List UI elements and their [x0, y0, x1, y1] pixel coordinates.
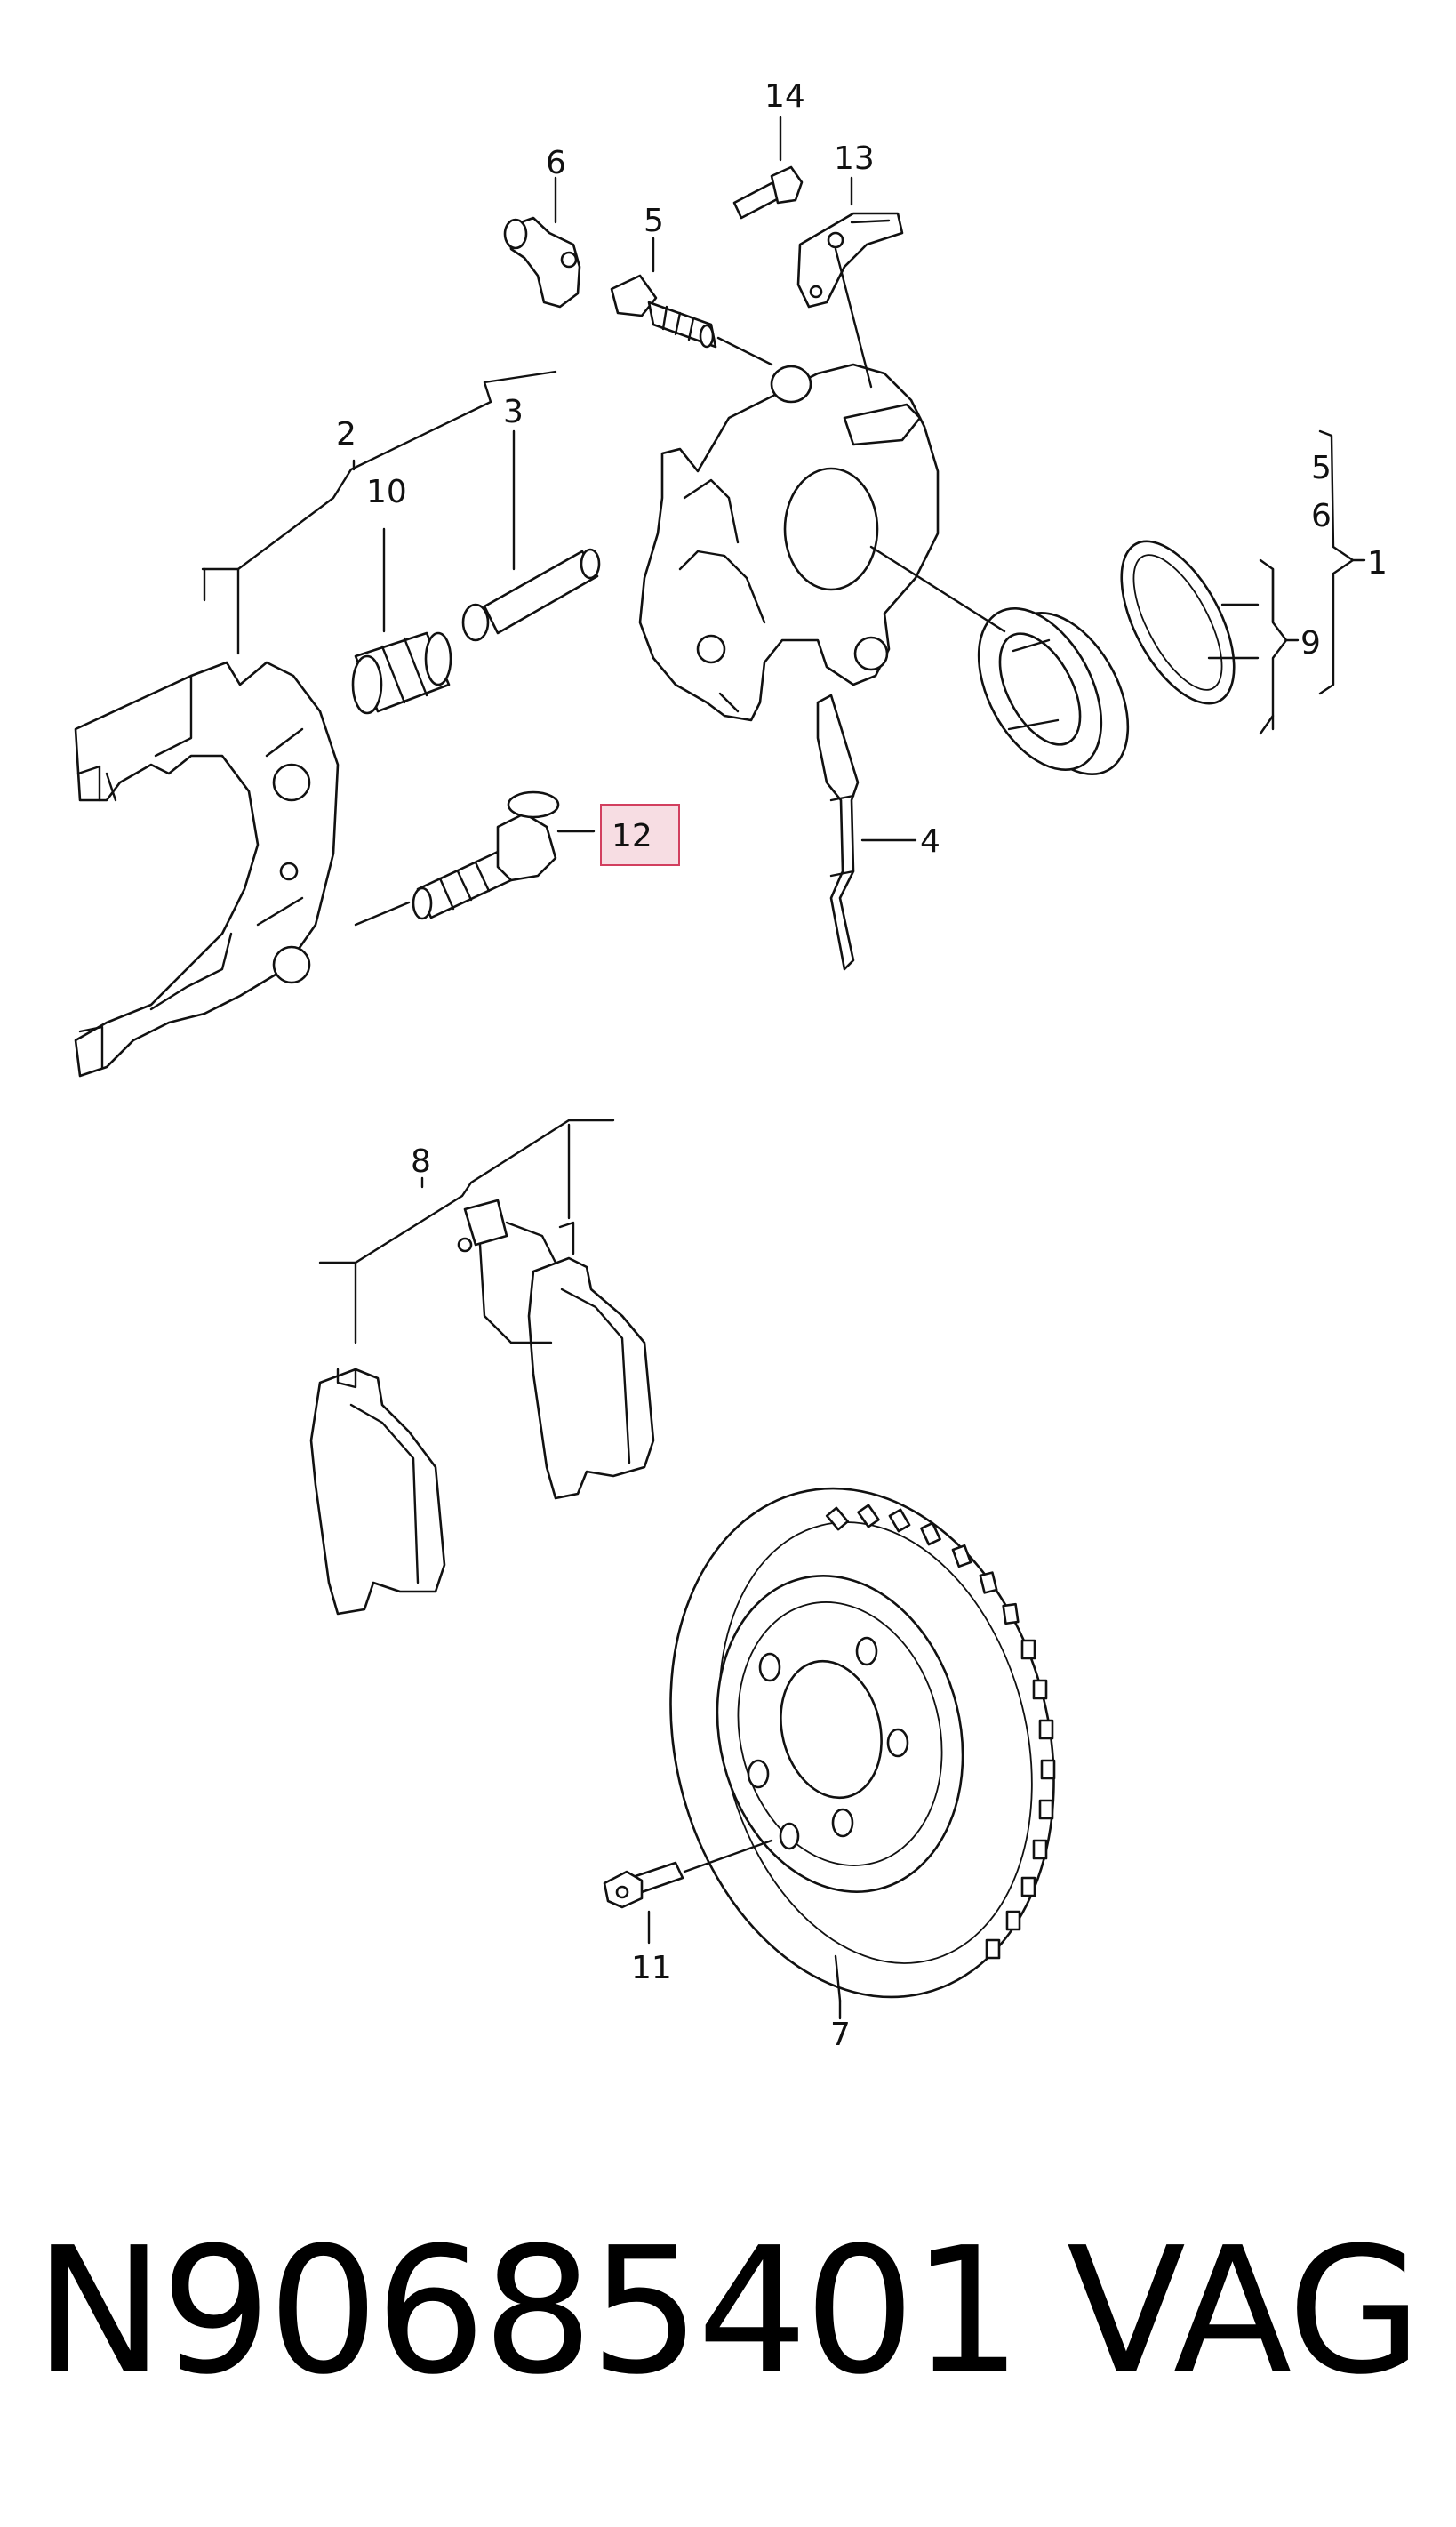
callout-7: 7	[830, 2017, 851, 2053]
callout-4: 4	[920, 823, 940, 860]
brake-pad-right	[527, 1221, 655, 1500]
callout-10: 10	[366, 474, 407, 510]
hose-bracket	[796, 212, 904, 309]
brand: VAG	[1066, 2210, 1422, 2413]
callout-1: 1	[1367, 545, 1388, 582]
callout-8: 8	[411, 1143, 431, 1180]
callout-6-side: 6	[1311, 498, 1332, 534]
caliper-bolt-12	[412, 790, 560, 920]
disc-vent-slots	[825, 1504, 1056, 1960]
callout-9: 9	[1300, 625, 1321, 662]
part-number: N90685401	[34, 2210, 1022, 2413]
callout-5: 5	[644, 203, 664, 239]
brake-parts-diagram: 14 13 6 5 2 3 10 5 6 1 9 12 4 8 11 7	[74, 78, 1388, 2053]
seal-ring	[1120, 540, 1236, 705]
wear-sensor	[457, 1199, 557, 1344]
callout-5-side: 5	[1311, 450, 1332, 486]
callout-labels: 14 13 6 5 2 3 10 5 6 1 9 12 4 8 11 7	[336, 78, 1388, 2053]
bracket-bolt	[732, 165, 804, 220]
guide-pin	[461, 548, 601, 642]
callout-11: 11	[631, 1950, 672, 1986]
brake-pad-left	[309, 1368, 446, 1616]
callout-13: 13	[834, 140, 875, 177]
anti-rattle-spring	[816, 694, 860, 971]
dust-cap	[503, 216, 581, 309]
brake-disc	[669, 1487, 1056, 1999]
bleeder-valve	[610, 274, 717, 349]
callout-14: 14	[764, 78, 805, 115]
callout-12: 12	[612, 818, 652, 854]
callout-2: 2	[336, 416, 356, 453]
highlight-box-12	[600, 804, 680, 866]
piston	[977, 606, 1130, 776]
guide-bushing	[351, 631, 452, 715]
leader-lines	[201, 116, 1366, 2020]
footer: N90685401 VAG	[0, 2170, 1456, 2454]
disc-screw	[603, 1861, 684, 1909]
caliper-housing	[638, 363, 940, 722]
callout-6: 6	[546, 145, 566, 181]
callout-3: 3	[503, 394, 524, 430]
caliper-carrier	[74, 661, 340, 1078]
